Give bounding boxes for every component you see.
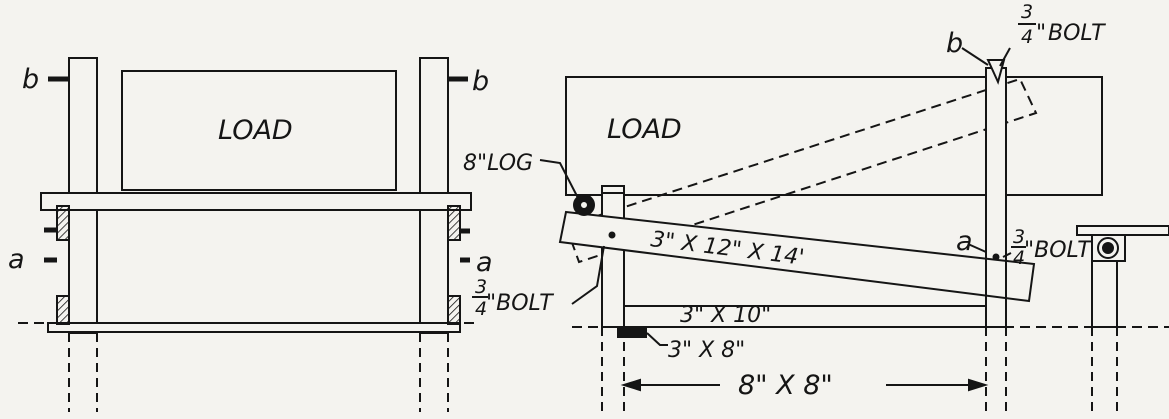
bolt-mid-fraction-den: 4 bbox=[1013, 247, 1025, 269]
far-right-cap bbox=[1076, 225, 1169, 236]
bolt-low-fraction-den: 4 bbox=[475, 298, 487, 320]
bolt-top-inch: " bbox=[1036, 21, 1046, 46]
crossbar-label: 3" X 10" bbox=[680, 303, 771, 328]
bolt-top-fraction-den: 4 bbox=[1021, 26, 1033, 48]
sill-label: 3" X 8" bbox=[668, 338, 745, 363]
bolt-top-label: BOLT bbox=[1048, 21, 1106, 46]
sill-3x8 bbox=[617, 326, 647, 338]
left-cleat-upper-r bbox=[447, 205, 461, 241]
left-bottom-rail bbox=[47, 322, 461, 333]
leader-log bbox=[539, 159, 579, 199]
span-label: 8" X 8" bbox=[738, 370, 833, 401]
right-short-post bbox=[601, 185, 625, 328]
left-marker-a-left: a bbox=[8, 244, 25, 275]
beam-raised-position bbox=[564, 77, 1038, 264]
right-marker-a: a bbox=[956, 226, 973, 257]
left-end-view bbox=[18, 57, 480, 412]
leader-bolt-mid bbox=[1002, 252, 1012, 258]
left-cleat-upper-l bbox=[56, 205, 70, 241]
bolt-top-fraction-num: 3 bbox=[1021, 1, 1033, 23]
bolt-mid-label: "BOLT bbox=[1024, 238, 1092, 263]
left-load-box bbox=[121, 70, 397, 191]
left-load-label: LOAD bbox=[218, 115, 293, 146]
left-bolt-stubs bbox=[44, 76, 470, 263]
bolt-mid-fraction-num: 3 bbox=[1013, 226, 1025, 248]
left-marker-a-right: a bbox=[476, 247, 493, 278]
right-load-label: LOAD bbox=[607, 114, 682, 145]
leader-b bbox=[961, 47, 989, 66]
crossbar-3x10 bbox=[601, 305, 1007, 328]
leader-bolt-low bbox=[571, 245, 605, 305]
main-beam-3x12x14 bbox=[558, 210, 1036, 303]
left-cleat-lower-l bbox=[56, 295, 70, 325]
right-load-box bbox=[565, 76, 1103, 196]
right-marker-b: b bbox=[946, 28, 963, 59]
log-label: 8"LOG bbox=[463, 151, 533, 176]
leader-a bbox=[967, 243, 987, 253]
leader-sill bbox=[646, 332, 668, 346]
bolt-low-label: "BOLT bbox=[486, 291, 554, 316]
leader-bolt-top bbox=[999, 47, 1011, 67]
left-marker-b-left: b bbox=[22, 64, 39, 95]
left-footings bbox=[68, 333, 449, 412]
left-cleat-lower-r bbox=[447, 295, 461, 325]
bolt-low-fraction-num: 3 bbox=[475, 276, 487, 298]
left-top-crossbar bbox=[40, 192, 472, 211]
left-marker-b-right: b bbox=[472, 66, 489, 97]
right-side-view bbox=[539, 47, 1169, 414]
